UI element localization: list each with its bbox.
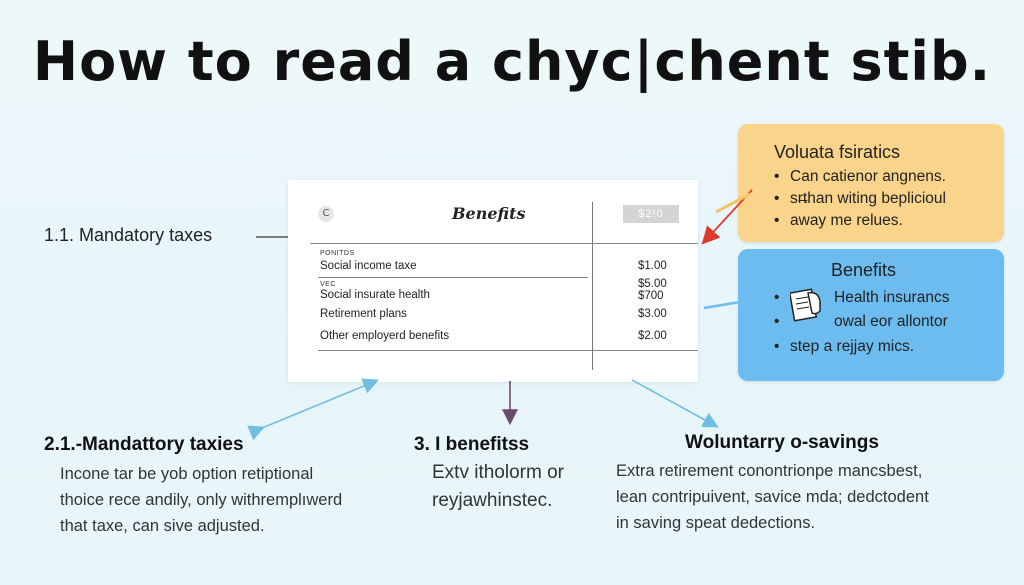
stub-divider-mid [318, 277, 588, 278]
callout-bullet-text: Health insurancs [834, 289, 950, 306]
section-line: reyjawhinstec. [432, 490, 553, 511]
document-icon [790, 288, 821, 322]
stub-row-value: $1.00 [638, 260, 667, 272]
stub-small-label: PONITDS [320, 250, 355, 257]
side-label-mandatory-taxes: 1.1. Mandatory taxes [44, 225, 213, 245]
section-line: Incone tar be yob option retiptional [60, 465, 314, 483]
callout-bullet-text: away me relues. [790, 212, 903, 229]
stub-row-label: Social insurate health [320, 289, 430, 301]
stub-row-value: $2.00 [638, 330, 667, 342]
stub-header: Benefits [452, 204, 526, 223]
callout-bullet: • [774, 313, 780, 330]
callout-bullet-text: step a rejjay mics. [790, 338, 915, 355]
callout-bullet-text: sr̶than witing beplicioul [790, 190, 946, 207]
callout-bullet: • [774, 289, 780, 306]
stub-divider-top [310, 243, 698, 244]
section-line: in saving speat dedections. [616, 514, 816, 532]
section-line: thoice rece andily, only withremplıwerd [60, 491, 343, 509]
section-line: Extra retirement conontrionpe mancsbest, [616, 462, 923, 480]
section-line: that taxe, can sive adjusted. [60, 517, 265, 535]
section-heading-benefits: 3. I benefitss [414, 434, 530, 455]
section-heading-taxes: 2.1.-Mandattory taxies [44, 434, 244, 455]
stub-row-value: $700 [638, 290, 664, 302]
section-line: lean contripuivent, savice mda; dedctode… [616, 488, 929, 506]
section-body-savings: Extra retirement conontrionpe mancsbest,… [616, 458, 929, 536]
stub-column-divider [592, 202, 593, 370]
section-heading-savings: Woluntarry o-savings [685, 432, 879, 453]
callout-bullet: •away me relues. [774, 212, 903, 229]
stub-row-value: $3.00 [638, 308, 667, 320]
callout-bullet: •sr̶than witing beplicioul [774, 190, 946, 207]
section-body-benefits: Extv itholorm or reyjawhinstec. [432, 459, 564, 515]
callout-voluntary: Voluata fsiratics •Can catienor angnens.… [738, 124, 1004, 242]
stub-amount-box: $2!0 [623, 205, 679, 223]
stub-divider-bottom [318, 350, 698, 351]
section-line: Extv itholorm or [432, 462, 564, 483]
section-body-taxes: Incone tar be yob option retiptional tho… [60, 461, 342, 539]
callout-bullet: •step a rejjay mics. [774, 338, 915, 355]
stub-row-label: Other employerd benefits [320, 330, 450, 342]
blue-pointer-line [703, 300, 741, 310]
callout-title: Voluata fsiratics [774, 142, 901, 162]
stub-row-value: $5.00 [638, 278, 667, 290]
stub-logo-icon: C [318, 206, 334, 222]
callout-bullet: •Can catienor angnens. [774, 168, 946, 185]
callout-benefits: Benefits • Health insurancs • owal eor a… [738, 249, 1004, 381]
callout-title: Benefits [831, 260, 897, 280]
arrow-to-stub-left [247, 378, 379, 441]
callout-bullet-text: owal eor allontor [834, 313, 948, 330]
callout-bullet-text: Can catienor angnens. [790, 168, 946, 185]
stub-small-label: VEC [320, 281, 336, 288]
pay-stub-card: C Benefits $2!0 PONITDS Social income ta… [288, 180, 698, 382]
stub-row-label: Social income taxe [320, 260, 417, 272]
arrow-to-savings [631, 379, 719, 428]
page-title: How to read a chyc|chent stib. [32, 30, 992, 93]
stub-row-label: Retirement plans [320, 308, 407, 320]
